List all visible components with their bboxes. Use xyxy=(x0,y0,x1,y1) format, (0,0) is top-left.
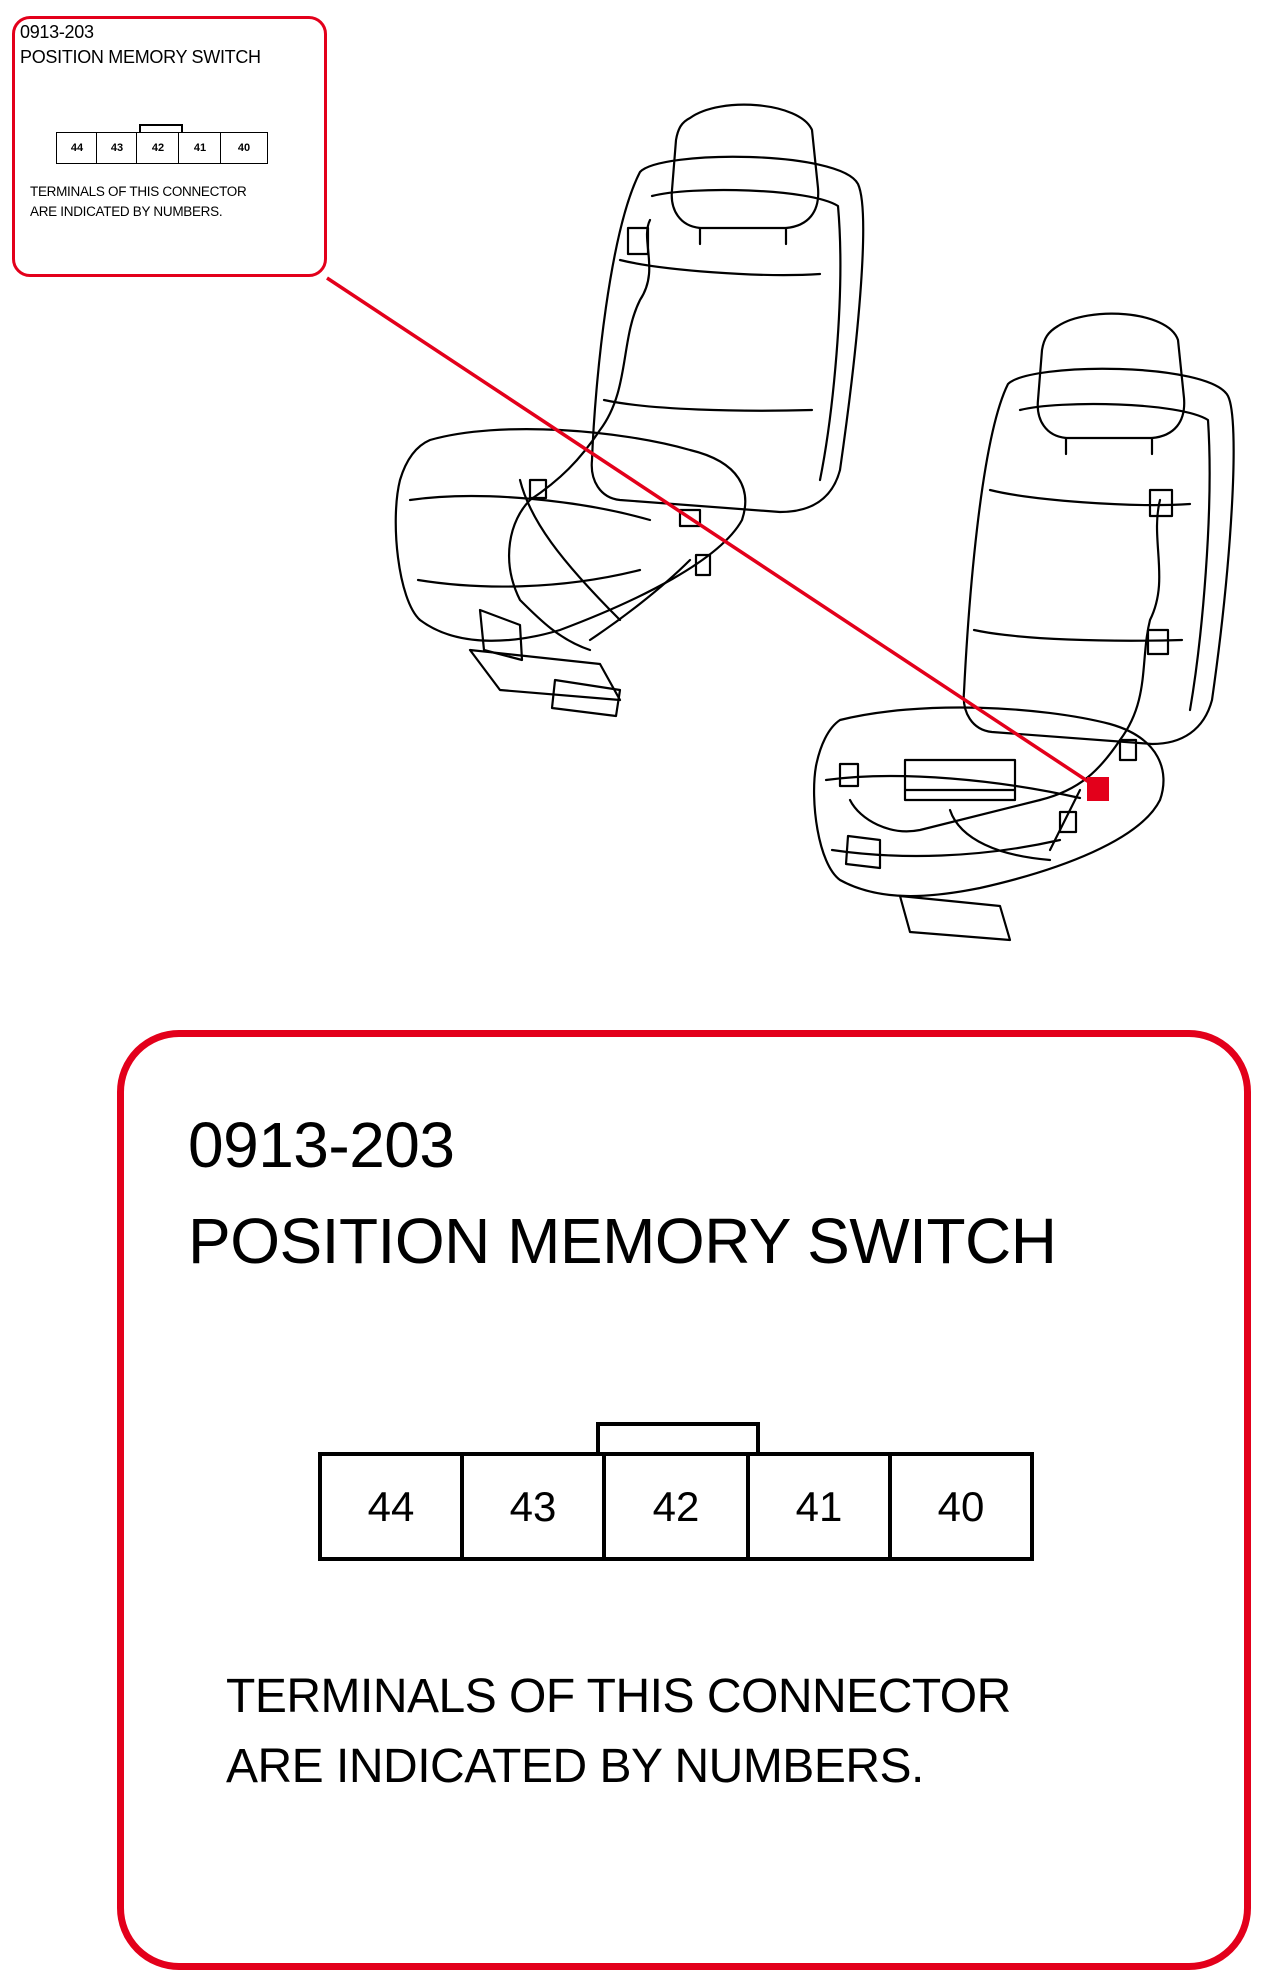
highlighted-connector xyxy=(1087,777,1109,801)
terminal-40: 40 xyxy=(220,132,268,164)
connector-latch xyxy=(139,124,183,134)
front-seat-left xyxy=(394,103,865,718)
terminal-40: 40 xyxy=(888,1452,1034,1561)
terminal-43: 43 xyxy=(460,1452,606,1561)
connector-latch xyxy=(596,1422,760,1456)
front-seat-right xyxy=(813,312,1235,942)
terminal-43: 43 xyxy=(96,132,138,164)
terminal-41: 41 xyxy=(746,1452,892,1561)
terminal-note-large: TERMINALS OF THIS CONNECTOR ARE INDICATE… xyxy=(226,1670,1011,1793)
connector-code-small: 0913-203 xyxy=(20,22,94,42)
terminal-42: 42 xyxy=(602,1452,750,1561)
connector-face-large: 44 43 42 41 40 xyxy=(318,1422,1034,1595)
terminal-44: 44 xyxy=(318,1452,464,1561)
leader-line xyxy=(326,276,1099,790)
connector-code-large: 0913-203 xyxy=(188,1109,455,1181)
connector-face-small: 44 43 42 41 40 xyxy=(56,124,268,164)
connector-name-large: POSITION MEMORY SWITCH xyxy=(188,1205,1057,1277)
terminal-42: 42 xyxy=(136,132,180,164)
terminal-note-small: TERMINALS OF THIS CONNECTOR ARE INDICATE… xyxy=(30,184,247,219)
terminal-41: 41 xyxy=(178,132,222,164)
connector-name-small: POSITION MEMORY SWITCH xyxy=(20,47,261,67)
terminal-44: 44 xyxy=(56,132,98,164)
